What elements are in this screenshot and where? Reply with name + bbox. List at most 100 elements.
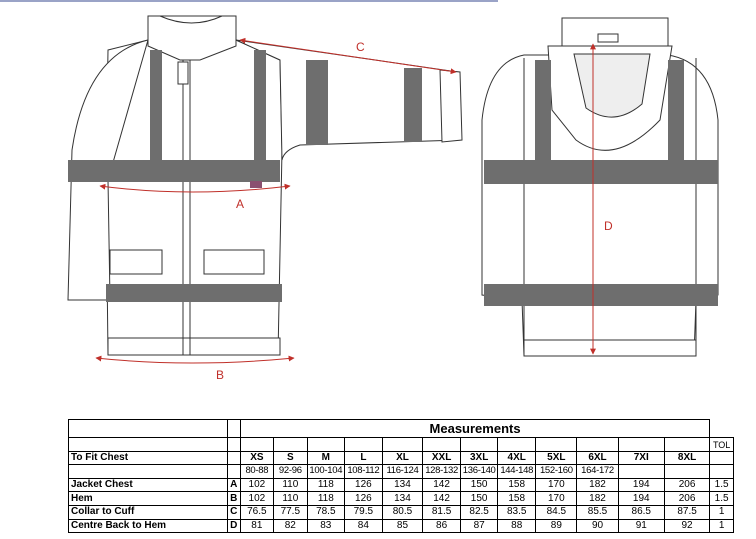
row-code: D xyxy=(226,518,241,534)
size-label-tag xyxy=(250,181,262,188)
value-cell: 170 xyxy=(535,491,578,506)
value-cell: 87 xyxy=(460,518,499,534)
svg-text:D: D xyxy=(604,219,613,233)
value-cell: 85.5 xyxy=(576,504,619,520)
value-cell: 118 xyxy=(306,491,345,506)
value-cell: 182 xyxy=(576,477,619,493)
value-cell: 86.5 xyxy=(617,504,665,520)
size-header: S xyxy=(272,450,308,466)
value-cell: 134 xyxy=(381,491,424,506)
value-cell: 110 xyxy=(272,477,308,493)
tol-header: TOL xyxy=(709,437,734,452)
row-label: Jacket Chest xyxy=(68,477,228,493)
value-cell: 82 xyxy=(272,518,308,534)
value-cell: 182 xyxy=(576,491,619,506)
svg-text:A: A xyxy=(236,197,244,211)
table-row-collar-to-cuff: Collar to Cuff C 76.5 77.5 78.5 79.5 80.… xyxy=(68,504,734,520)
measurements-table: Measurements TOL To Fit Chest XS S M L X… xyxy=(68,419,734,534)
size-header: XS xyxy=(239,450,274,466)
row-label: Centre Back to Hem xyxy=(68,518,228,534)
value-cell: 206 xyxy=(663,477,711,493)
tol-cell: 1 xyxy=(709,504,734,520)
value-cell: 87.5 xyxy=(663,504,711,520)
value-cell: 89 xyxy=(535,518,578,534)
value-cell: 194 xyxy=(617,477,665,493)
value-cell: 110 xyxy=(272,491,308,506)
measure-b-hem: B xyxy=(95,355,295,382)
table-row-jacket-chest: Jacket Chest A 102 110 118 126 134 142 1… xyxy=(68,477,734,493)
value-cell: 142 xyxy=(422,491,462,506)
value-cell: 91 xyxy=(617,518,665,534)
measure-c-collar-to-cuff: C xyxy=(239,37,457,75)
fit-range: 128-132 xyxy=(422,464,462,479)
header-rule xyxy=(0,0,498,2)
value-cell: 82.5 xyxy=(460,504,499,520)
value-cell: 84 xyxy=(343,518,383,534)
blank-cell xyxy=(68,419,228,438)
value-cell: 81.5 xyxy=(422,504,462,520)
value-cell: 102 xyxy=(239,491,274,506)
size-header: 5XL xyxy=(535,450,578,466)
svg-text:B: B xyxy=(216,368,224,382)
size-header: 3XL xyxy=(460,450,499,466)
size-header: L xyxy=(343,450,383,466)
tol-cell: 1.5 xyxy=(709,477,734,493)
jacket-technical-drawing: A B C D xyxy=(67,15,719,382)
row-label: Collar to Cuff xyxy=(68,504,228,520)
value-cell: 158 xyxy=(497,491,537,506)
size-header: M xyxy=(306,450,345,466)
fit-range: 80-88 xyxy=(239,464,274,479)
size-header: 4XL xyxy=(497,450,537,466)
value-cell: 77.5 xyxy=(272,504,308,520)
size-header: XXL xyxy=(422,450,462,466)
fit-range xyxy=(663,464,711,479)
value-cell: 118 xyxy=(306,477,345,493)
fit-range: 100-104 xyxy=(306,464,345,479)
value-cell: 194 xyxy=(617,491,665,506)
value-cell: 134 xyxy=(381,477,424,493)
value-cell: 126 xyxy=(343,477,383,493)
tol-cell: 1.5 xyxy=(709,491,734,506)
value-cell: 126 xyxy=(343,491,383,506)
value-cell: 206 xyxy=(663,491,711,506)
value-cell: 80.5 xyxy=(381,504,424,520)
table-title: Measurements xyxy=(239,419,711,438)
fit-range: 136-140 xyxy=(460,464,499,479)
value-cell: 158 xyxy=(497,477,537,493)
value-cell: 83.5 xyxy=(497,504,537,520)
value-cell: 150 xyxy=(460,477,499,493)
value-cell: 90 xyxy=(576,518,619,534)
back-reflective-tape xyxy=(484,60,718,306)
size-header: 7XI xyxy=(617,450,665,466)
row-label: Hem xyxy=(68,491,228,506)
value-cell: 81 xyxy=(239,518,274,534)
blank-cell xyxy=(226,419,241,438)
front-reflective-tape xyxy=(68,50,422,302)
table-row-centre-back-to-hem: Centre Back to Hem D 81 82 83 84 85 86 8… xyxy=(68,518,734,534)
fit-range: 144-148 xyxy=(497,464,537,479)
row-code: A xyxy=(226,477,241,493)
value-cell: 88 xyxy=(497,518,537,534)
fit-range: 108-112 xyxy=(343,464,383,479)
table-title-row: Measurements xyxy=(68,419,734,438)
value-cell: 86 xyxy=(422,518,462,534)
size-header: 8XL xyxy=(663,450,711,466)
value-cell: 170 xyxy=(535,477,578,493)
size-header: XL xyxy=(381,450,424,466)
size-header: 6XL xyxy=(576,450,619,466)
value-cell: 142 xyxy=(422,477,462,493)
value-cell: 84.5 xyxy=(535,504,578,520)
value-cell: 85 xyxy=(381,518,424,534)
fit-range xyxy=(617,464,665,479)
table-row-hem: Hem B 102 110 118 126 134 142 150 158 17… xyxy=(68,491,734,506)
value-cell: 78.5 xyxy=(306,504,345,520)
value-cell: 76.5 xyxy=(239,504,274,520)
fit-range: 92-96 xyxy=(272,464,308,479)
value-cell: 83 xyxy=(306,518,345,534)
measure-d-centre-back: D xyxy=(590,43,613,355)
row-code: C xyxy=(226,504,241,520)
value-cell: 92 xyxy=(663,518,711,534)
spacer-row: TOL xyxy=(68,437,734,452)
svg-text:C: C xyxy=(356,40,365,54)
size-header-row: To Fit Chest XS S M L XL XXL 3XL 4XL 5XL… xyxy=(68,450,734,466)
